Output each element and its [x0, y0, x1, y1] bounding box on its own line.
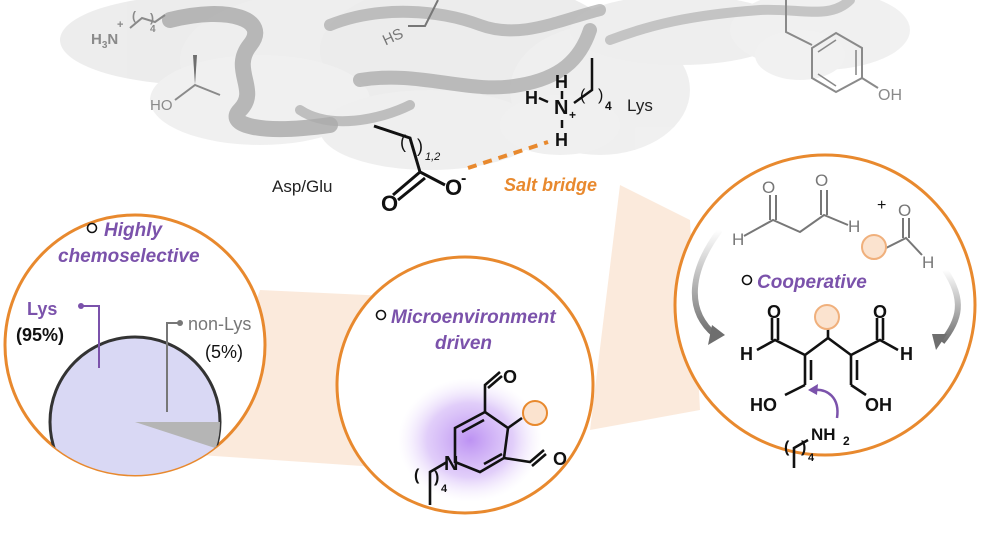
adduct-structure — [756, 318, 899, 468]
curved-arrow-left — [692, 228, 723, 338]
svg-text:): ) — [801, 439, 806, 456]
substituent-circle — [814, 304, 840, 330]
svg-text:driven: driven — [435, 333, 492, 354]
svg-text:+: + — [569, 108, 576, 122]
salt-bridge-dash — [467, 140, 549, 170]
bullet-icon — [375, 309, 387, 321]
svg-text:O: O — [445, 175, 462, 200]
tyr-residue: OH — [785, 0, 902, 104]
svg-text:O: O — [381, 191, 398, 216]
curved-arrow-right — [939, 268, 961, 344]
panel-chemoselective: Highly chemoselective Lys (95%) non-Lys … — [3, 213, 267, 477]
bullet-icon — [86, 222, 98, 234]
protein-ribbon — [162, 0, 855, 137]
svg-text:2: 2 — [843, 434, 850, 448]
svg-text:+: + — [117, 19, 123, 31]
svg-text:Cooperative: Cooperative — [757, 272, 867, 293]
svg-text:Asp/Glu: Asp/Glu — [272, 177, 332, 196]
svg-text:Lys: Lys — [627, 96, 653, 115]
panel-microenvironment: Microenvironment driven O O N ( ) 4 — [335, 255, 595, 515]
svg-text:(: ( — [580, 87, 586, 104]
svg-text:chemoselective: chemoselective — [58, 246, 200, 267]
svg-text:Salt bridge: Salt bridge — [504, 175, 597, 195]
svg-text:4: 4 — [605, 99, 612, 113]
lys-residue-top: ( ) H3N + 4 — [91, 9, 166, 51]
dihydropyridine-structure — [428, 371, 547, 505]
svg-text:4: 4 — [150, 24, 156, 35]
svg-text:H: H — [525, 88, 538, 108]
svg-text:Microenvironment: Microenvironment — [391, 307, 556, 328]
pie-slice-non-lys — [135, 422, 220, 449]
svg-text:HO: HO — [150, 97, 173, 114]
malondialdehyde-structure — [743, 190, 849, 237]
amine-text: H3N — [91, 31, 118, 51]
microenvironment-glow — [398, 378, 542, 502]
svg-text:O: O — [762, 178, 775, 197]
svg-text:O: O — [553, 449, 567, 469]
svg-text:Highly: Highly — [104, 220, 163, 241]
bullet-icon — [741, 274, 753, 286]
svg-text:(5%): (5%) — [205, 342, 243, 362]
svg-text:O: O — [873, 302, 887, 322]
svg-text:N: N — [444, 453, 458, 475]
svg-text:O: O — [815, 171, 828, 190]
svg-text:H: H — [732, 230, 744, 249]
svg-text:O: O — [503, 367, 517, 387]
paren-open: ( — [132, 9, 136, 23]
substituent-circle — [522, 400, 548, 426]
svg-text:1,2: 1,2 — [425, 151, 440, 163]
salt-bridge-group: ( ) 1,2 O O - Asp/Glu Salt bridge H H N … — [272, 58, 653, 216]
svg-text:4: 4 — [808, 452, 815, 464]
svg-text:(95%): (95%) — [16, 325, 64, 345]
svg-text:O: O — [767, 302, 781, 322]
svg-text:H: H — [900, 344, 913, 364]
svg-text:O: O — [898, 201, 911, 220]
svg-text:NH: NH — [811, 425, 836, 444]
svg-text:4: 4 — [441, 483, 448, 495]
svg-text:): ) — [417, 136, 423, 156]
thr-residue: HO — [150, 55, 221, 114]
svg-text:OH: OH — [878, 87, 902, 104]
svg-text:N: N — [554, 97, 568, 119]
svg-text:OH: OH — [865, 395, 892, 415]
svg-text:): ) — [434, 469, 439, 486]
svg-text:non-Lys: non-Lys — [188, 314, 251, 334]
svg-text:HO: HO — [750, 395, 777, 415]
svg-text:H: H — [922, 253, 934, 272]
svg-text:H: H — [555, 130, 568, 150]
svg-text:+: + — [877, 197, 886, 214]
svg-text:H: H — [848, 217, 860, 236]
aldehyde-structure — [885, 218, 923, 256]
svg-text:-: - — [461, 170, 466, 187]
svg-text:): ) — [150, 11, 154, 25]
svg-text:(: ( — [784, 439, 790, 456]
svg-text:H: H — [555, 72, 568, 92]
svg-text:Lys: Lys — [27, 299, 57, 319]
svg-text:): ) — [598, 87, 603, 104]
svg-text:(: ( — [400, 132, 406, 152]
beam-right — [590, 185, 700, 430]
panel-cooperative: O O H H + O H Cooperative — [673, 153, 977, 468]
substituent-circle — [861, 234, 887, 260]
svg-text:H: H — [740, 344, 753, 364]
svg-text:(: ( — [414, 467, 420, 484]
